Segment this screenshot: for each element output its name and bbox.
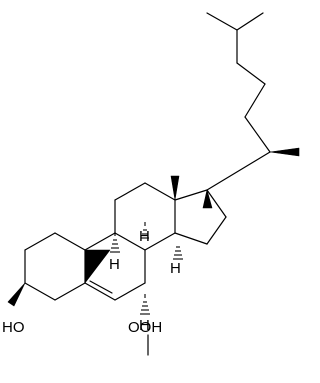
bond-c25-c27 (236, 12, 264, 31)
bond-c13a-c12 (114, 182, 146, 201)
methyl-19-wedge (84, 249, 111, 284)
label-h7: H (139, 317, 150, 334)
bond-c1-c2 (54, 232, 86, 251)
bond-c17-c16 (206, 189, 227, 218)
label-h8: H (109, 256, 120, 273)
stereo-hashes (110, 222, 183, 315)
bond-c15-c14 (174, 232, 208, 245)
atom-labels: HO OOH H H H H (2, 228, 181, 336)
bond-c17-c20 (206, 151, 271, 191)
bond-c2-c3 (24, 232, 56, 251)
bond-c8-c14 (114, 232, 146, 251)
bond-c14-c8b (144, 232, 176, 251)
label-h9: H (139, 228, 150, 245)
bond-c4-c5 (24, 282, 56, 301)
bond-c23-c24 (236, 62, 266, 85)
bond-c12-c13 (144, 182, 176, 201)
label-ooh: OOH (128, 319, 162, 336)
methyl-18-wedge (170, 175, 180, 201)
label-h14: H (170, 260, 181, 277)
bond-c20-c22 (244, 116, 271, 153)
stereo-wedges (7, 147, 300, 307)
bond-c13-c17 (174, 189, 208, 201)
bond-c16-c15 (206, 216, 227, 245)
label-ho: HO (2, 319, 25, 336)
bond-c6-c5 (84, 282, 116, 301)
c20-methyl-wedge (269, 147, 300, 157)
bond-c5-c10 (54, 282, 86, 301)
bond-c22-c23 (244, 83, 266, 118)
bond-c25-c26 (206, 12, 238, 31)
bond-c5-c6-double (89, 280, 113, 294)
bond-c7-c6 (114, 282, 146, 301)
skeleton-bonds (24, 12, 271, 356)
ho-wedge (7, 282, 26, 307)
c17-wedge (202, 189, 213, 209)
bond-c9-c8 (84, 232, 116, 251)
